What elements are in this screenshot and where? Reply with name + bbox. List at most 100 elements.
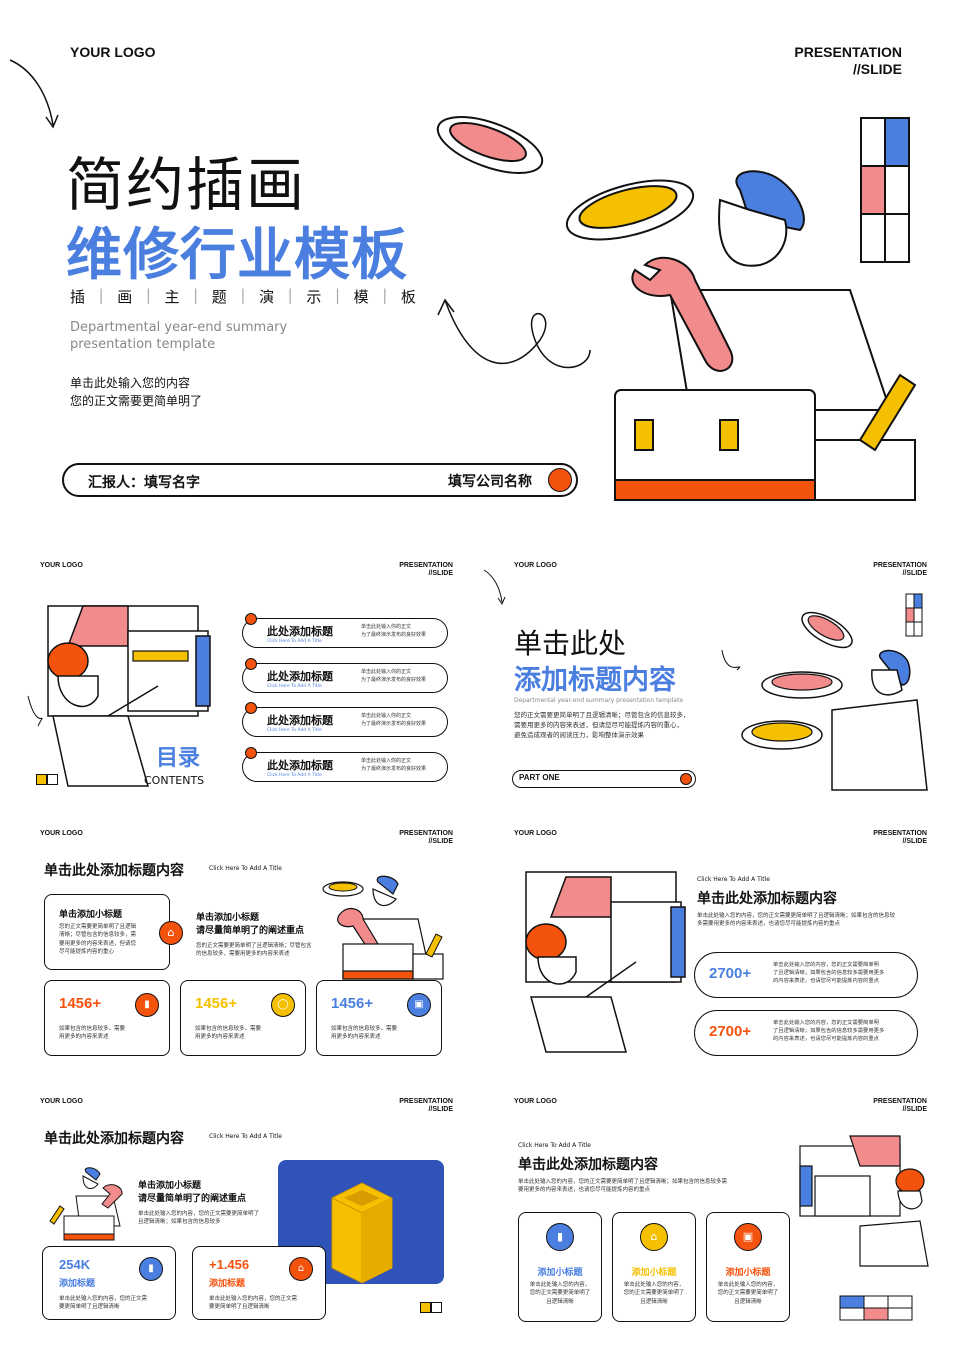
toc-item[interactable]: 此处添加标题 Click Here To Add A Title 单击此处输入你…: [242, 658, 448, 693]
stats-slide-3: YOUR LOGO PRESENTATION //SLIDE 单击此处添加标题内…: [28, 1092, 456, 1332]
subtitle-char: 题: [211, 288, 227, 306]
color-grid-icon: [860, 117, 910, 263]
woman-at-screen-illustration-icon: [799, 1135, 929, 1267]
man-with-coins-illustration-icon: [721, 611, 928, 791]
toc-item-desc: 单击此处输入你的正文为了最终演示发布的良好效果: [361, 669, 427, 683]
stat-number: 1456+: [331, 995, 374, 1012]
slide-logo: YOUR LOGO: [514, 1098, 557, 1105]
slide-click-title: Click Here To Add A Title: [697, 876, 770, 883]
subtitle-char: 示: [306, 288, 322, 306]
toc-item-title: 此处添加标题: [267, 625, 333, 638]
mid-title-1: 单击添加小标题: [196, 913, 260, 923]
toc-slide: YOUR LOGO PRESENTATION //SLIDE 目录 CONTEN…: [27, 556, 456, 796]
lightbulb-icon: ◯: [271, 993, 295, 1017]
toc-item[interactable]: 此处添加标题 Click Here To Add A Title 单击此处输入你…: [242, 747, 448, 782]
card-body: 单击此处输入您的内容，您的正文需要更简单明了且逻辑清晰: [717, 1282, 779, 1305]
cover-title-line1: 简约插画: [66, 151, 307, 219]
part-one-bar: PART ONE: [512, 770, 696, 788]
slide-heading: 单击此处添加标题内容: [518, 1157, 658, 1173]
card-label: 添加小标题: [631, 1268, 677, 1278]
toc-item-desc: 单击此处输入你的正文为了最终演示发布的良好效果: [361, 713, 427, 727]
stat-body: 如果包含的信息较多，需要用更多的内容来表述: [195, 1026, 262, 1041]
subtitle-char: 演: [259, 288, 275, 306]
feature-card: ▮ 添加小标题 单击此处输入您的内容，您的正文需要更简单明了且逻辑清晰: [518, 1212, 602, 1322]
card-body: 单击此处输入您的内容，您的正文需要更简单明了且逻辑清晰: [529, 1282, 591, 1305]
white-square-icon: [47, 774, 58, 785]
toc-title: 目录: [156, 746, 201, 771]
mid-body: 您的正文需要更简单明了且逻辑清晰；尽管包含的信息较多，需要用更多的内容来表述: [196, 943, 312, 958]
orange-dot-icon: [548, 468, 572, 492]
part-slide: YOUR LOGO PRESENTATION //SLIDE 单击此处 添加标题…: [483, 556, 930, 796]
stat-body: 如果包含的信息较多，需要用更多的内容来表述: [59, 1026, 126, 1041]
subtitle-char: 模: [353, 288, 369, 306]
orange-dot-icon: [245, 613, 257, 625]
subtitle-char: 主: [164, 288, 180, 306]
cover-reporter-bar: 汇报人：填写名字 填写公司名称: [62, 463, 578, 497]
stats-slide-1: YOUR LOGO PRESENTATION //SLIDE 单击此处添加标题内…: [28, 824, 456, 1064]
subtitle-char: 板: [400, 288, 416, 306]
cover-slide: YOUR LOGO PRESENTATION //SLIDE 简约插画 维修行业…: [0, 0, 960, 540]
toc-item-title: 此处添加标题: [267, 714, 333, 727]
orange-dot-icon: [245, 702, 257, 714]
slide-click-title: Click Here To Add A Title: [209, 865, 282, 872]
orange-dot-icon: [245, 747, 257, 759]
stat-body: 单击此处输入您的内容，您的正文需要简单明了且逻辑清晰；如果包含的信息较多需要用更…: [773, 1020, 885, 1042]
slide-presentation: PRESENTATION: [399, 562, 453, 569]
cover-subtitle: 插| 画| 主| 题| 演| 示| 模| 板: [70, 286, 416, 306]
color-strip-icon: [839, 1295, 913, 1321]
toc-item-en: Click Here To Add A Title: [267, 639, 322, 644]
mid-title-2: 请尽量简单明了的阐述重点: [138, 1194, 247, 1204]
cover-en-line1: Departmental year-end summary: [70, 320, 288, 335]
slide-presentation: PRESENTATION: [399, 830, 453, 837]
repairman-small-illustration-icon: [49, 1167, 123, 1241]
slide-heading: 单击此处添加标题内容: [44, 863, 184, 879]
slide-click-title: Click Here To Add A Title: [209, 1133, 282, 1140]
toc-item-desc: 单击此处输入你的正文为了最终演示发布的良好效果: [361, 624, 427, 638]
toc-item[interactable]: 此处添加标题 Click Here To Add A Title 单击此处输入你…: [242, 702, 448, 737]
feature-card: ⌂ 添加小标题 单击此处输入您的内容，您的正文需要更简单明了且逻辑清晰: [612, 1212, 696, 1322]
cover-en-line2: presentation template: [70, 337, 216, 352]
cover-logo: YOUR LOGO: [70, 44, 156, 60]
toc-item[interactable]: 此处添加标题 Click Here To Add A Title 单击此处输入你…: [242, 613, 448, 648]
ruler-icon: ▮: [546, 1223, 574, 1251]
yellow-cube-icon: [331, 1182, 393, 1284]
cover-slide-label: //SLIDE: [852, 61, 902, 77]
cover-body-line2: 您的正文需要更简单明了: [70, 394, 203, 408]
lock-icon: ▣: [407, 993, 431, 1017]
stat-card: 254K 添加标题 ▮ 单击此处输入您的内容，您的正文需要更简单明了且逻辑清晰: [42, 1246, 176, 1320]
stat-body: 如果包含的信息较多，需要用更多的内容来表述: [331, 1026, 398, 1041]
stat-label: 添加标题: [209, 1279, 246, 1289]
part-title-line2: 添加标题内容: [514, 665, 676, 696]
stat-body: 单击此处输入您的内容，您的正文需要更简单明了且逻辑清晰: [209, 1296, 298, 1311]
stat-label: 添加标题: [59, 1279, 96, 1289]
text-box-card: 单击添加小标题 您的正文需要更简单明了且逻辑清晰；尽管包含的信息较多，需要用更多…: [44, 894, 170, 970]
yellow-square-icon: [36, 774, 47, 785]
stats-slide-2: YOUR LOGO PRESENTATION //SLIDE Click Her…: [502, 824, 930, 1064]
stat-card: 1456+ ▣ 如果包含的信息较多，需要用更多的内容来表述: [316, 980, 442, 1056]
slide-slide-label: //SLIDE: [902, 838, 927, 845]
stat-card: 1456+ ◯ 如果包含的信息较多，需要用更多的内容来表述: [180, 980, 306, 1056]
yellow-block-photo: [278, 1160, 444, 1284]
slide-logo: YOUR LOGO: [40, 562, 83, 569]
stat-number: 254K: [59, 1257, 91, 1272]
toc-item-en: Click Here To Add A Title: [267, 728, 322, 733]
stat-pill: 2700+ 单击此处输入您的内容，您的正文需要简单明了且逻辑清晰；如果包含的信息…: [694, 952, 918, 998]
slide-body: 单击此处输入您的内容，您的正文需要更简单明了且逻辑清晰；如果包含的信息较多需要用…: [697, 913, 896, 928]
part-body: 您的正文需要更简单明了且逻辑清晰；尽管包含的信息较多，需要用更多的内容来表述，但…: [514, 711, 690, 739]
stat-card: +1.456 添加标题 ⌂ 单击此处输入您的内容，您的正文需要更简单明了且逻辑清…: [192, 1246, 326, 1320]
stat-number: 1456+: [195, 995, 238, 1012]
card-label: 添加小标题: [725, 1268, 771, 1278]
stat-card: 1456+ ▮ 如果包含的信息较多，需要用更多的内容来表述: [44, 980, 170, 1056]
arrow-doodle-icon: [9, 59, 59, 129]
ruler-icon: ▮: [135, 993, 159, 1017]
stat-body: 单击此处输入您的内容，您的正文需要更简单明了且逻辑清晰: [59, 1296, 148, 1311]
card-body: 单击此处输入您的内容，您的正文需要更简单明了且逻辑清晰: [623, 1282, 685, 1305]
toc-contents: CONTENTS: [144, 774, 205, 787]
reporter-name: 汇报人：填写名字: [88, 475, 200, 491]
part-en: Departmental year-end summary presentati…: [514, 697, 684, 704]
woman-at-screen-illustration-icon: [27, 605, 211, 787]
cover-presentation: PRESENTATION: [794, 44, 902, 60]
toc-item-en: Click Here To Add A Title: [267, 773, 322, 778]
repairman-small-illustration-icon: [322, 875, 444, 980]
toc-item-desc: 单击此处输入你的正文为了最终演示发布的良好效果: [361, 758, 427, 772]
